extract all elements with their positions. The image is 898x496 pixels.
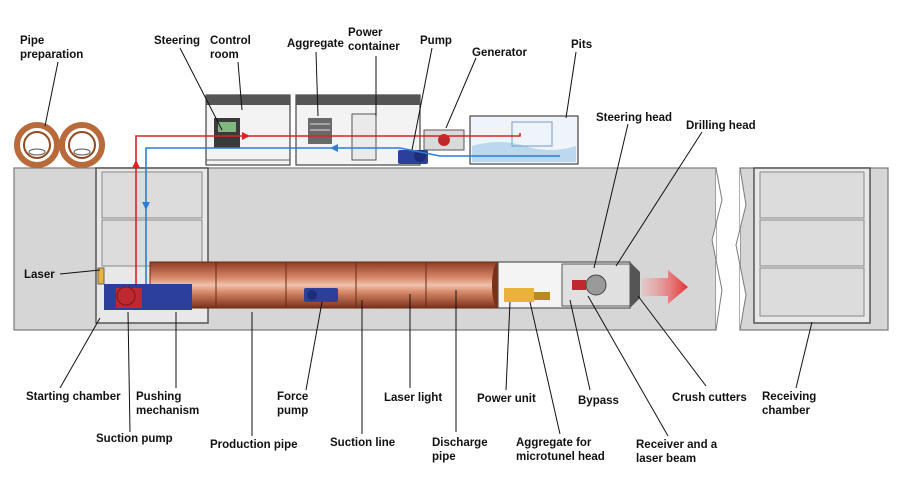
- generator-unit: [423, 129, 465, 151]
- label-discharge-pipe: Discharge pipe: [432, 437, 491, 463]
- label-pits: Pits: [571, 39, 592, 51]
- label-aggregate-for-microtunel-head: Aggregate for microtunel head: [516, 437, 605, 463]
- label-steering-head: Steering head: [596, 112, 672, 124]
- label-aggregate: Aggregate: [287, 38, 344, 50]
- labels: Pipe preparation Steering Control room A…: [20, 27, 820, 465]
- label-suction-line: Suction line: [330, 437, 395, 449]
- label-starting-chamber: Starting chamber: [26, 391, 121, 403]
- label-pipe-preparation: Pipe preparation: [20, 35, 83, 61]
- label-laser-light: Laser light: [384, 392, 442, 404]
- label-production-pipe: Production pipe: [210, 439, 298, 451]
- label-force-pump: Force pump: [277, 391, 312, 417]
- force-pump-unit: [304, 288, 338, 302]
- label-receiver-and-laser-beam: Receiver and a laser beam: [636, 439, 720, 465]
- label-laser: Laser: [24, 269, 55, 281]
- label-pump: Pump: [420, 35, 452, 47]
- control-room-container: [205, 94, 291, 166]
- label-pushing-mechanism: Pushing mechanism: [136, 391, 199, 417]
- label-receiving-chamber: Receiving chamber: [762, 391, 820, 417]
- label-power-unit: Power unit: [477, 393, 536, 405]
- label-control-room: Control room: [210, 35, 254, 61]
- leader-lines: [44, 47, 813, 437]
- label-bypass: Bypass: [578, 395, 619, 407]
- label-steering: Steering: [154, 35, 200, 47]
- label-generator: Generator: [472, 47, 527, 59]
- label-drilling-head: Drilling head: [686, 120, 756, 132]
- label-power-container: Power container: [348, 27, 400, 53]
- drilling-direction-arrow: [642, 270, 688, 304]
- receiving-chamber-shaft: [753, 167, 871, 324]
- microtunnel-head: [497, 261, 640, 309]
- pipe-coils: [14, 122, 105, 168]
- label-crush-cutters: Crush cutters: [672, 392, 747, 404]
- pushing-mechanism-unit: [97, 267, 192, 310]
- label-suction-pump: Suction pump: [96, 433, 173, 445]
